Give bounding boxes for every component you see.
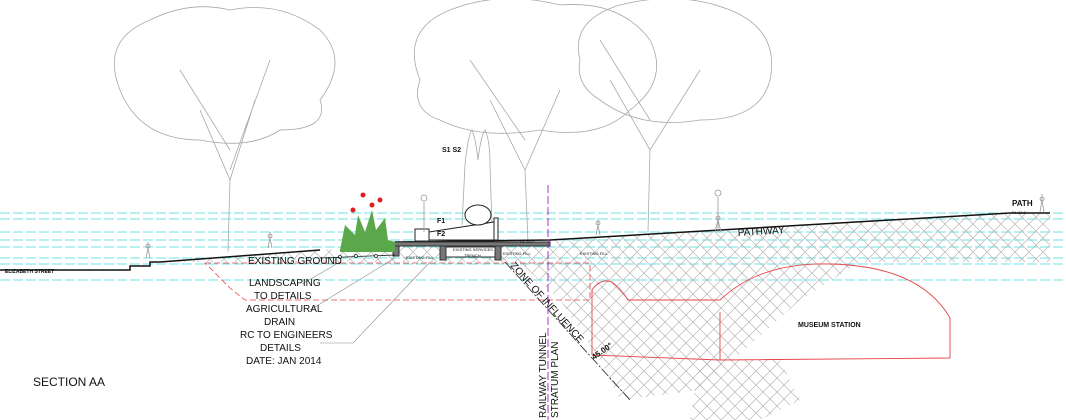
landscaping-plants — [340, 192, 395, 252]
label-elizabeth-street: ELIZABETH STREET — [5, 269, 54, 275]
label-trench-2: TRENCH — [464, 253, 481, 258]
people — [145, 189, 1045, 259]
museum-station-outline — [591, 263, 951, 361]
cannon — [414, 204, 499, 242]
zone-of-influence-line — [504, 261, 631, 401]
trees — [113, 0, 772, 253]
label-pathway: PATHWAY — [738, 225, 786, 239]
monument-s1-s2 — [461, 129, 493, 226]
section-title: SECTION AA — [33, 375, 105, 389]
ground-fill — [160, 213, 1050, 400]
label-existing-ground: EXISTING GROUND — [248, 256, 342, 267]
label-s1-s2: S1 S2 — [442, 147, 461, 154]
label-museum-station: MUSEUM STATION — [798, 322, 861, 329]
ground-lower-fill — [690, 360, 800, 420]
tunnel-zone-outline — [204, 262, 591, 301]
label-railway-1: RAILWAY TUNNEL — [538, 332, 549, 418]
label-path: PATH — [1012, 199, 1033, 208]
label-rl-platform: RL 23.0 — [520, 239, 535, 244]
ground-line — [0, 212, 1050, 271]
tree-left — [113, 6, 336, 253]
label-f2: F2 — [437, 231, 445, 238]
label-date: DATE: JAN 2014 — [246, 356, 322, 367]
tree-right — [578, 0, 772, 233]
label-landscaping-2: TO DETAILS — [254, 291, 312, 302]
label-trench-1: EXISTING SERVICES — [453, 247, 493, 252]
leader-lines — [301, 257, 431, 344]
label-railway-2: STRATUM PLAN — [550, 342, 561, 419]
label-existing-fill-2: EXISTING FILL — [503, 251, 532, 256]
label-rc-2: DETAILS — [260, 343, 301, 354]
label-f1: F1 — [437, 218, 445, 225]
label-path-rl: RL 31.0 — [1012, 210, 1027, 215]
label-existing-fill-3: EXISTING FILL — [580, 251, 609, 256]
label-agri-2: DRAIN — [264, 317, 295, 328]
label-agri-1: AGRICULTURAL — [246, 304, 323, 315]
label-landscaping-1: LANDSCAPING — [249, 278, 321, 289]
label-rc-1: RC TO ENGINEERS — [240, 330, 333, 341]
agricultural-drain — [319, 254, 396, 259]
label-existing-fill-1: EXISTING FILL — [406, 255, 435, 260]
tree-center — [413, 0, 657, 243]
